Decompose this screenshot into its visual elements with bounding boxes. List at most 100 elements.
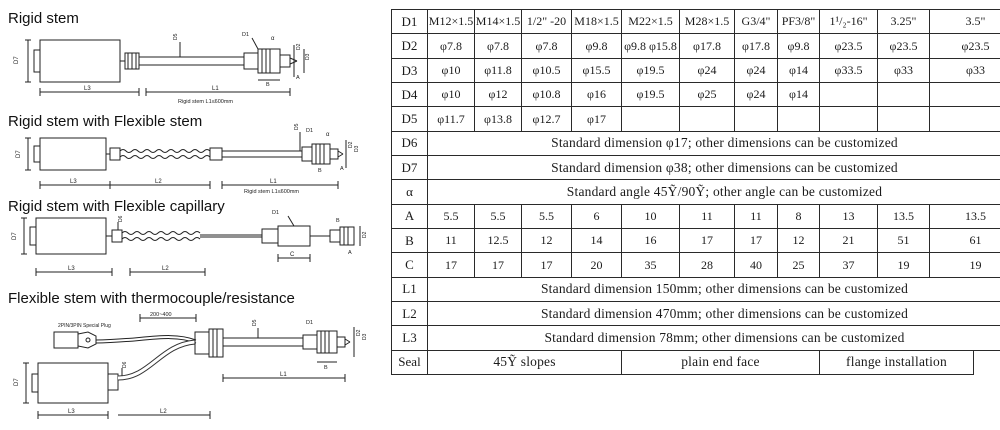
dim-label-l1-2: L1 — [270, 179, 277, 185]
dim-label-b-4: B — [324, 365, 328, 371]
row-header: C — [391, 252, 428, 278]
table-cell — [877, 81, 930, 108]
section-title-rigid-stem: Rigid stem — [8, 10, 79, 27]
table-cell: 35 — [621, 252, 680, 278]
table-cell: φ9.8 φ15.8 — [621, 33, 680, 59]
dim-label-d1: D1 — [242, 32, 249, 38]
table-cell: φ12 — [474, 81, 522, 108]
table-cell: 12 — [777, 227, 820, 254]
dim-label-l1: L1 — [212, 86, 219, 92]
row-header: D7 — [391, 154, 428, 181]
table-cell: 14 — [571, 227, 622, 254]
table-cell: 61 — [929, 227, 1000, 254]
dim-label-l3: L3 — [84, 86, 91, 92]
table-cell — [929, 106, 1000, 132]
row-header: L2 — [391, 300, 428, 327]
table-cell — [929, 81, 1000, 108]
table-cell: φ23.5 — [819, 33, 878, 59]
dim-label-alpha: α — [271, 36, 275, 42]
table-cell: φ15.5 — [571, 57, 622, 83]
dim-label-alpha-2: α — [326, 132, 330, 138]
table-cell — [819, 81, 878, 108]
table-cell: 1/2" -20 — [521, 8, 572, 35]
sensor-drawings: D7 L3 L1 Rigid stem L1≤600mm D5 D1 D2 D3… — [12, 32, 368, 419]
table-cell: 17 — [474, 252, 522, 278]
dim-label-d5: D5 — [173, 33, 179, 40]
table-cell: 12.5 — [474, 227, 522, 254]
dim-label-d3: D3 — [305, 53, 311, 60]
table-cell: 5.5 — [474, 203, 522, 229]
dim-label-b-3: B — [336, 218, 340, 224]
dim-label-d7: D7 — [14, 56, 20, 64]
table-cell: φ24 — [734, 57, 778, 83]
table-cell: 11 — [427, 227, 475, 254]
table-cell: φ11.7 — [427, 106, 475, 132]
table-cell: 21 — [819, 227, 878, 254]
table-cell: φ14 — [777, 57, 820, 83]
table-cell: 17 — [521, 252, 572, 278]
table-cell: 11 — [679, 203, 735, 229]
table-cell: φ24 — [734, 81, 778, 108]
seal-option: flange installation — [819, 349, 974, 375]
table-cell: 17 — [734, 227, 778, 254]
dim-label-b: B — [266, 82, 270, 88]
table-cell: 37 — [819, 252, 878, 278]
table-cell: M22×1.5 — [621, 8, 680, 35]
table-cell: 25 — [777, 252, 820, 278]
dim-label-a: A — [296, 75, 300, 81]
table-span-cell: Standard dimension 470mm; other dimensio… — [427, 300, 1000, 327]
table-cell: PF3/8" — [777, 8, 820, 35]
table-cell: 8 — [777, 203, 820, 229]
table-cell: φ33.5 — [819, 57, 878, 83]
dim-label-d7-3: D7 — [12, 232, 18, 240]
dim-label-d1-3: D1 — [272, 210, 279, 216]
dim-label-d1-4: D1 — [306, 320, 313, 326]
table-cell: φ9.8 — [571, 33, 622, 59]
table-cell: 12 — [521, 227, 572, 254]
table-cell: φ10.5 — [521, 57, 572, 83]
table-cell: 1¹/₂-16" — [819, 8, 878, 35]
table-cell: φ10 — [427, 57, 475, 83]
table-cell: φ10 — [427, 81, 475, 108]
table-cell: φ23.5 — [929, 33, 1000, 59]
dim-label-d2-3: D2 — [362, 231, 368, 238]
table-cell: 28 — [679, 252, 735, 278]
dim-span-label: 200~400 — [150, 312, 172, 318]
dim-label-d6-4: D6 — [122, 361, 128, 368]
dim-label-l3-2: L3 — [70, 179, 77, 185]
row-header: D2 — [391, 33, 428, 59]
table-cell — [777, 106, 820, 132]
dim-label-a-2: A — [340, 166, 344, 172]
row-header: L3 — [391, 325, 428, 351]
dim-label-l3-3: L3 — [68, 266, 75, 272]
table-cell: φ7.8 — [474, 33, 522, 59]
dim-label-d2-4: D2 — [356, 329, 362, 336]
table-cell: φ33 — [877, 57, 930, 83]
table-cell: 13 — [819, 203, 878, 229]
row-header: L1 — [391, 276, 428, 302]
table-cell: 5.5 — [521, 203, 572, 229]
drawing-flexible-thermocouple: 2PIN/3PIN Special Plug 200~400 D7 L3 L2 … — [14, 312, 368, 419]
table-cell: φ19.5 — [621, 81, 680, 108]
table-cell: 11 — [734, 203, 778, 229]
dim-label-d3-2: D3 — [354, 145, 360, 152]
dim-label-l2-3: L2 — [162, 266, 169, 272]
table-cell: G3/4" — [734, 8, 778, 35]
dim-label-d2-2: D2 — [348, 141, 354, 148]
plug-label: 2PIN/3PIN Special Plug — [58, 323, 111, 329]
table-cell: 19 — [929, 252, 1000, 278]
table-cell — [621, 106, 680, 132]
dim-label-d7-4: D7 — [14, 378, 20, 386]
table-cell: 3.25" — [877, 8, 930, 35]
table-cell: 13.5 — [877, 203, 930, 229]
table-cell: M18×1.5 — [571, 8, 622, 35]
table-cell: 5.5 — [427, 203, 475, 229]
